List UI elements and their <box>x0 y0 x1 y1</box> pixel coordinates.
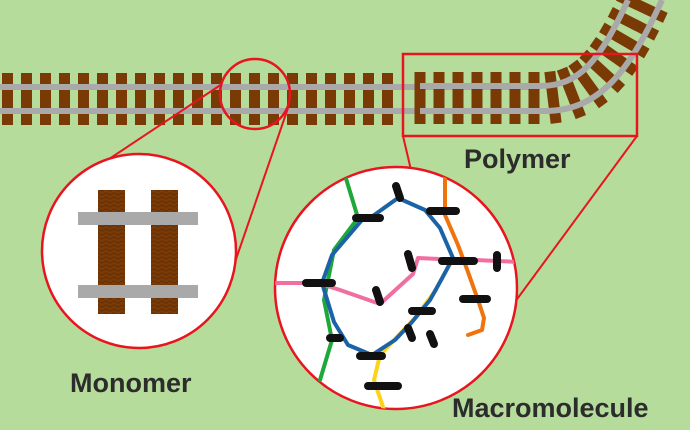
curved-track-tie <box>452 72 464 124</box>
track-ties <box>2 73 393 125</box>
crosslink-bar <box>404 250 416 272</box>
track-tie <box>135 73 146 125</box>
straight-track <box>0 73 540 125</box>
curved-track-tie <box>490 72 502 124</box>
track-tie <box>363 73 374 125</box>
curved-lower-rail <box>420 0 665 114</box>
curved-track-tie <box>414 72 426 124</box>
track-tie <box>249 73 260 125</box>
macromolecule-label: Macromolecule <box>452 393 649 423</box>
track-tie <box>21 73 32 125</box>
green-chain <box>318 170 360 382</box>
crosslink-bar <box>392 182 404 202</box>
curved-track-tie <box>471 72 483 124</box>
crosslinks <box>302 182 501 390</box>
lower-rail <box>0 108 540 114</box>
macromolecule-magnified-circle <box>273 165 519 411</box>
track-tie <box>211 73 222 125</box>
curved-track-tie <box>433 72 445 124</box>
crosslink-bar <box>372 286 384 306</box>
curved-track-tie <box>528 72 540 124</box>
track-tie <box>268 73 279 125</box>
track-tie <box>154 73 165 125</box>
track-tie <box>192 73 203 125</box>
monomer-rail-bottom <box>78 285 198 298</box>
curved-upper-rail <box>420 0 631 89</box>
polymer-label: Polymer <box>464 144 571 174</box>
track-tie <box>173 73 184 125</box>
monomer-rail-top <box>78 212 198 225</box>
track-tie <box>97 73 108 125</box>
track-tie <box>382 73 393 125</box>
upper-rail <box>0 84 540 90</box>
orange-chain <box>443 167 486 337</box>
track-tie <box>78 73 89 125</box>
track-tie <box>306 73 317 125</box>
curved-track-tie <box>544 70 562 124</box>
track-tie <box>40 73 51 125</box>
track-tie <box>59 73 70 125</box>
crosslink-bar <box>426 330 438 348</box>
track-tie <box>287 73 298 125</box>
monomer-magnified-circle <box>40 152 238 350</box>
track-tie <box>116 73 127 125</box>
blue-chain <box>320 196 455 357</box>
track-tie <box>230 73 241 125</box>
track-tie <box>344 73 355 125</box>
track-tie <box>2 73 13 125</box>
curved-track-tie <box>509 72 521 124</box>
polymer-callout-box <box>401 52 639 138</box>
monomer-connector-right <box>233 107 289 266</box>
curved-track <box>414 0 668 124</box>
crosslink-bar <box>404 324 416 342</box>
monomer-label: Monomer <box>70 368 192 398</box>
track-tie <box>325 73 336 125</box>
monomer-callout-ring <box>218 57 292 131</box>
